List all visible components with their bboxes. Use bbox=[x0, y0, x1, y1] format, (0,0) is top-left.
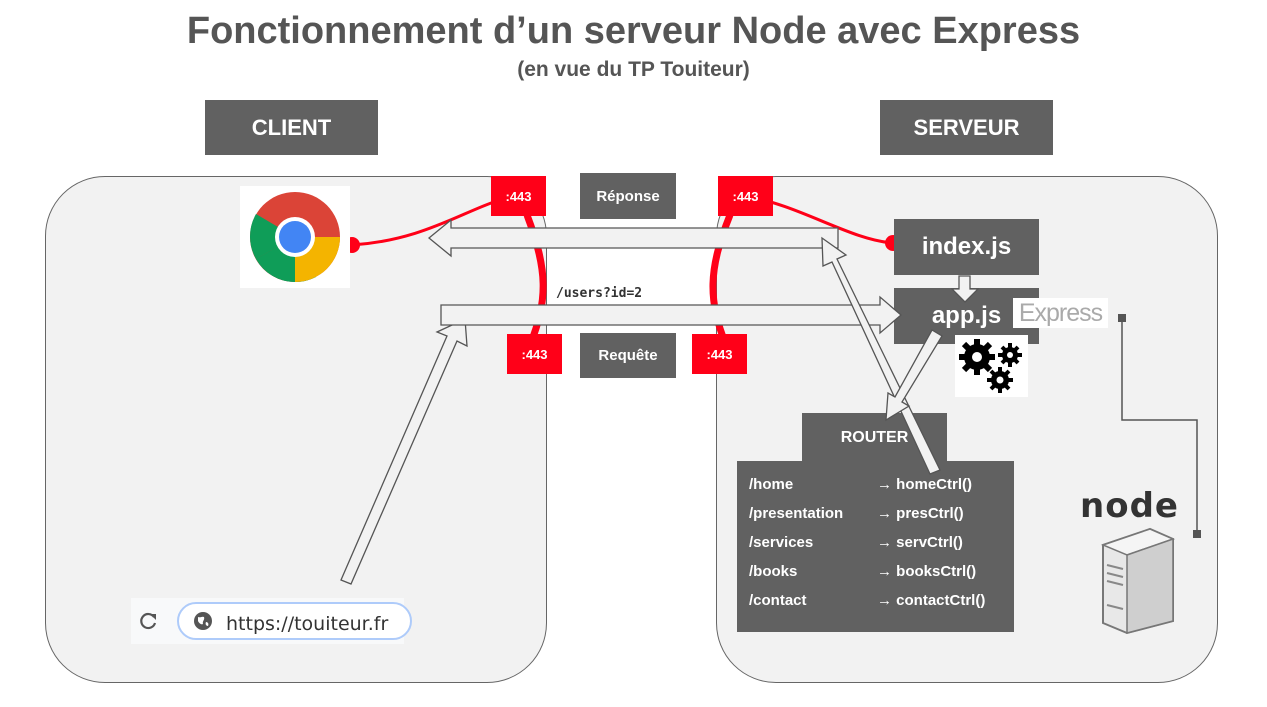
response-label: Réponse bbox=[580, 173, 676, 219]
route-row: /contact → contactCtrl() bbox=[749, 592, 1011, 612]
request-arrow-right bbox=[440, 295, 902, 335]
express-logo: Express bbox=[1013, 298, 1108, 328]
route-controller: → booksCtrl() bbox=[877, 563, 977, 580]
route-path: /books bbox=[749, 563, 798, 580]
router-table: /home → homeCtrl() /presentation → presC… bbox=[737, 461, 1014, 632]
route-path: /contact bbox=[749, 592, 807, 609]
router-label: ROUTER bbox=[802, 413, 947, 463]
route-controller: → servCtrl() bbox=[877, 534, 963, 551]
route-row: /books → booksCtrl() bbox=[749, 563, 1011, 583]
reload-icon[interactable] bbox=[137, 610, 159, 632]
route-controller: → presCtrl() bbox=[877, 505, 964, 522]
route-path: /services bbox=[749, 534, 814, 551]
response-arrow-left bbox=[427, 218, 839, 258]
index-to-app-arrow bbox=[950, 275, 980, 303]
gears-icon bbox=[955, 335, 1028, 397]
server-icon bbox=[1095, 525, 1180, 635]
port-tag-client-top: :443 bbox=[491, 176, 546, 216]
server-label: SERVEUR bbox=[880, 100, 1053, 155]
route-path: /presentation bbox=[749, 505, 844, 522]
address-field[interactable]: https://touiteur.fr bbox=[177, 602, 412, 640]
request-arrow-up bbox=[340, 318, 468, 585]
chrome-icon bbox=[240, 186, 350, 288]
browser-url-bar: https://touiteur.fr bbox=[131, 598, 412, 644]
request-label: Requête bbox=[580, 333, 676, 378]
request-path: /users?id=2 bbox=[556, 286, 643, 301]
port-tag-server-bottom: :443 bbox=[692, 334, 747, 374]
page-title: Fonctionnement d’un serveur Node avec Ex… bbox=[186, 10, 1081, 52]
app-to-router-arrow bbox=[885, 329, 943, 422]
response-arrow-up bbox=[821, 236, 941, 475]
port-tag-client-bottom: :443 bbox=[507, 334, 562, 374]
route-controller: → homeCtrl() bbox=[877, 476, 972, 493]
route-row: /services → servCtrl() bbox=[749, 534, 1011, 554]
route-row: /home → homeCtrl() bbox=[749, 476, 1011, 496]
globe-icon bbox=[193, 611, 213, 631]
node-logo: node bbox=[1080, 486, 1179, 526]
port-tag-server-top: :443 bbox=[718, 176, 773, 216]
route-path: /home bbox=[749, 476, 794, 493]
page-subtitle: (en vue du TP Touiteur) bbox=[517, 58, 750, 81]
client-label: CLIENT bbox=[205, 100, 378, 155]
url-text: https://touiteur.fr bbox=[226, 613, 389, 635]
index-js-box: index.js bbox=[894, 219, 1039, 275]
route-controller: → contactCtrl() bbox=[877, 592, 986, 609]
route-row: /presentation → presCtrl() bbox=[749, 505, 1011, 525]
